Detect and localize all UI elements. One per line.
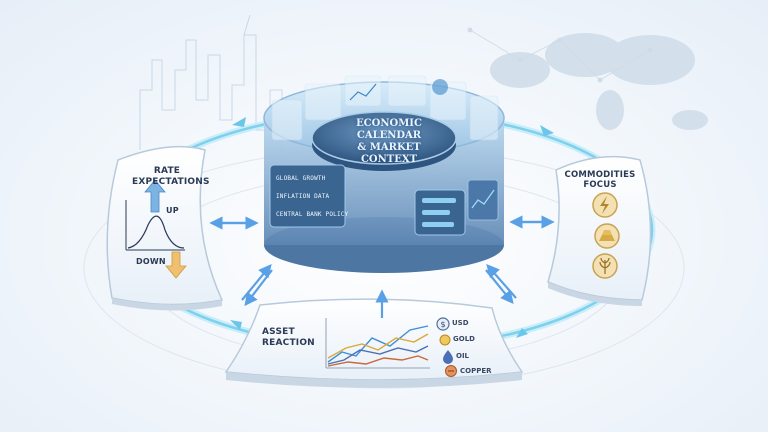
lightning-icon	[592, 192, 618, 218]
rate-panel-title-line: RATE	[153, 166, 181, 176]
calendar-drum	[263, 75, 505, 273]
asset-panel-title: ASSET REACTION	[262, 327, 315, 349]
wheat-icon	[592, 253, 618, 279]
rate-up-label: UP	[166, 206, 179, 215]
world-map-decoration	[490, 33, 708, 130]
rate-panel-shape	[106, 145, 224, 311]
commodities-panel-title-line: COMMODITIES	[564, 170, 636, 180]
flow-ring-arrows	[230, 117, 554, 338]
dollar-coin-icon: $	[436, 317, 450, 331]
gold-coin-icon	[439, 334, 451, 346]
gold-bars-icon	[594, 223, 620, 249]
rate-chart	[125, 200, 185, 251]
drum-item-global-growth: GLOBAL GROWTH	[276, 175, 326, 182]
rate-panel-title: RATE EXPECTATIONS	[132, 166, 210, 188]
drum-item-central-bank-policy: CENTRAL BANK POLICY	[276, 211, 349, 218]
commodities-panel-title: COMMODITIES FOCUS	[562, 170, 638, 190]
skyline-decoration	[139, 14, 283, 150]
oil-drop-icon	[443, 350, 453, 364]
asset-chart	[325, 318, 430, 369]
legend-oil: OIL	[456, 352, 470, 360]
network-decoration	[467, 27, 653, 83]
down-arrow-icon	[165, 251, 187, 279]
commodities-panel-title-line: FOCUS	[583, 180, 617, 190]
legend-usd: USD	[452, 319, 469, 327]
asset-panel-title-line: REACTION	[262, 338, 315, 348]
center-title-line: CALENDAR	[356, 130, 422, 141]
copper-coin-icon	[445, 365, 457, 377]
rate-panel-title-line: EXPECTATIONS	[132, 177, 210, 187]
rate-down-label: DOWN	[136, 257, 166, 266]
asset-panel-title-line: ASSET	[262, 327, 295, 337]
drum-item-inflation-data: INFLATION DATA	[276, 193, 330, 200]
legend-copper: COPPER	[460, 367, 492, 375]
center-title-line: ECONOMIC	[356, 118, 422, 129]
center-title-line: & MARKET	[357, 142, 421, 153]
connector-arrows	[209, 215, 555, 318]
legend-gold: GOLD	[453, 335, 475, 343]
up-arrow-icon	[144, 179, 166, 213]
svg-text:$: $	[440, 320, 445, 329]
center-title-line: CONTEXT	[360, 154, 418, 165]
center-title: ECONOMIC CALENDAR & MARKET CONTEXT	[334, 118, 444, 166]
